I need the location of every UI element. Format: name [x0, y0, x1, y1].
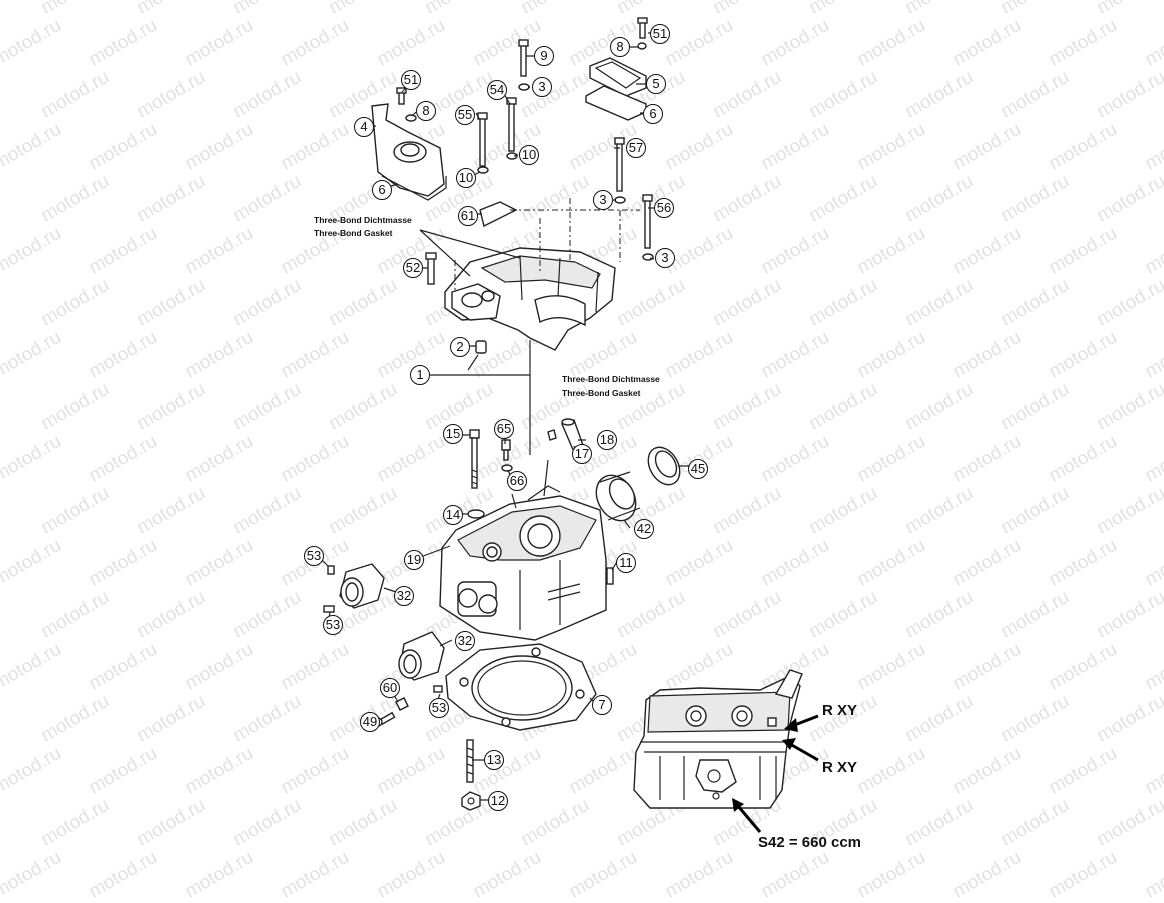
callout-6: 6 — [643, 104, 663, 124]
stud-and-nut — [373, 697, 481, 811]
exhaust-flanges — [323, 563, 445, 693]
cylinder-head — [439, 459, 607, 641]
callout-17: 17 — [572, 444, 592, 464]
callout-52: 52 — [403, 258, 423, 278]
callout-3: 3 — [532, 77, 552, 97]
head-bolt — [467, 429, 614, 585]
callout-45: 45 — [688, 459, 708, 479]
sealant-note-mid-line2: Three-Bond Gasket — [562, 388, 641, 398]
callout-51: 51 — [650, 24, 670, 44]
callout-19: 19 — [404, 550, 424, 570]
callout-3: 3 — [655, 248, 675, 268]
callout-42: 42 — [634, 519, 654, 539]
callout-1: 1 — [410, 365, 430, 385]
callout-60: 60 — [380, 678, 400, 698]
inset-head-view — [633, 669, 803, 809]
callout-54: 54 — [487, 80, 507, 100]
sealant-note-mid-line1: Three-Bond Dichtmasse — [562, 374, 660, 384]
callout-18: 18 — [597, 430, 617, 450]
callout-4: 4 — [354, 117, 374, 137]
callout-11: 11 — [616, 553, 636, 573]
callout-14: 14 — [443, 505, 463, 525]
callout-32: 32 — [455, 631, 475, 651]
callout-53: 53 — [429, 698, 449, 718]
callout-56: 56 — [654, 198, 674, 218]
intake-boot — [595, 446, 681, 522]
callout-12: 12 — [488, 791, 508, 811]
callout-49: 49 — [360, 712, 380, 732]
callout-65: 65 — [494, 419, 514, 439]
callout-53: 53 — [323, 615, 343, 635]
sealant-note-top-line2: Three-Bond Gasket — [314, 228, 393, 238]
callout-15: 15 — [443, 424, 463, 444]
callout-13: 13 — [484, 750, 504, 770]
callout-53: 53 — [304, 546, 324, 566]
guide-lines-top — [419, 198, 640, 290]
callout-7: 7 — [592, 695, 612, 715]
decomp-housing — [371, 103, 447, 201]
callout-51: 51 — [401, 70, 421, 90]
callout-10: 10 — [456, 168, 476, 188]
callout-6: 6 — [372, 180, 392, 200]
callout-5: 5 — [646, 74, 666, 94]
inset-label-displacement: S42 = 660 ccm — [758, 834, 862, 851]
callout-8: 8 — [610, 37, 630, 57]
callout-32: 32 — [394, 586, 414, 606]
callout-8: 8 — [416, 101, 436, 121]
head-gasket — [445, 643, 597, 731]
callout-3: 3 — [593, 190, 613, 210]
diagram-drawing — [317, 17, 819, 833]
inset-label-lower: R XY — [822, 759, 858, 776]
upper-bolts — [396, 17, 654, 285]
callout-9: 9 — [534, 46, 554, 66]
callout-66: 66 — [507, 471, 527, 491]
cover-plate — [585, 57, 647, 121]
valve-cover — [444, 247, 616, 354]
sealant-note-top-line1: Three-Bond Dichtmasse — [314, 215, 412, 225]
callout-10: 10 — [519, 145, 539, 165]
inset-label-upper: R XY — [822, 702, 858, 719]
callout-61: 61 — [458, 206, 478, 226]
callout-55: 55 — [455, 105, 475, 125]
callout-57: 57 — [626, 138, 646, 158]
inset-arrows — [732, 714, 819, 833]
small-bracket — [479, 201, 518, 228]
callout-2: 2 — [450, 337, 470, 357]
